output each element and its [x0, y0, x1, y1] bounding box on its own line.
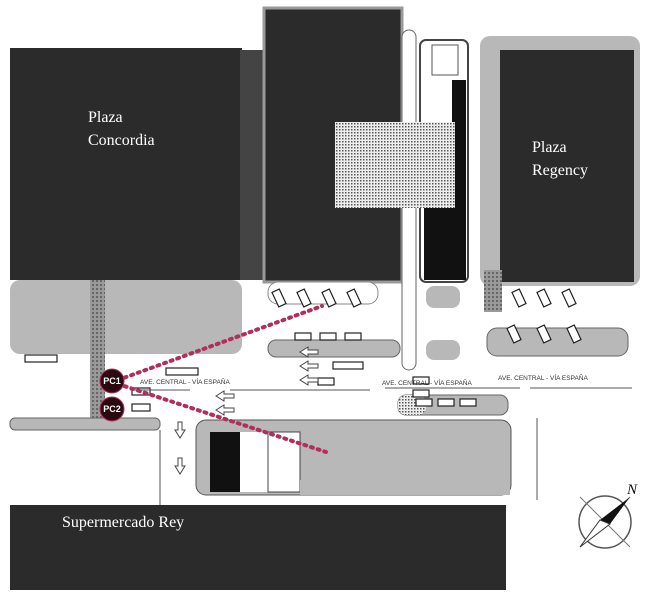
supermercado-rey-block	[10, 505, 506, 590]
traffic-island	[267, 339, 401, 358]
svg-text:N: N	[626, 482, 638, 498]
road-label: AVE. CENTRAL - VÍA ESPAÑA	[498, 373, 588, 382]
plaza-regency-block	[480, 36, 640, 312]
road-label: AVE. CENTRAL - VÍA ESPAÑA	[140, 377, 230, 386]
direction-arrows	[174, 346, 319, 475]
plaza-concordia-label: Concordia	[88, 132, 155, 149]
traffic-island	[486, 327, 629, 357]
lower-block	[9, 417, 512, 505]
road-centerline	[130, 387, 632, 391]
road-label: AVE. CENTRAL - VÍA ESPAÑA	[382, 378, 472, 387]
canopy-structure	[335, 122, 455, 208]
plaza-concordia-label: Plaza	[88, 109, 123, 126]
plaza-regency-label: Plaza	[532, 139, 567, 156]
crosswalk-vertical	[90, 280, 105, 430]
svg-text:PC2: PC2	[103, 404, 121, 414]
sightlines	[116, 304, 328, 454]
observation-point-pc1[interactable]: PC1	[99, 368, 125, 394]
observation-point-pc2[interactable]: PC2	[99, 396, 125, 422]
plaza-regency-label: Regency	[532, 162, 588, 179]
svg-text:PC1: PC1	[103, 376, 121, 386]
supermercado-rey-label: Supermercado Rey	[62, 514, 184, 531]
north-arrow-icon: N	[578, 482, 638, 549]
center-median	[401, 29, 469, 371]
